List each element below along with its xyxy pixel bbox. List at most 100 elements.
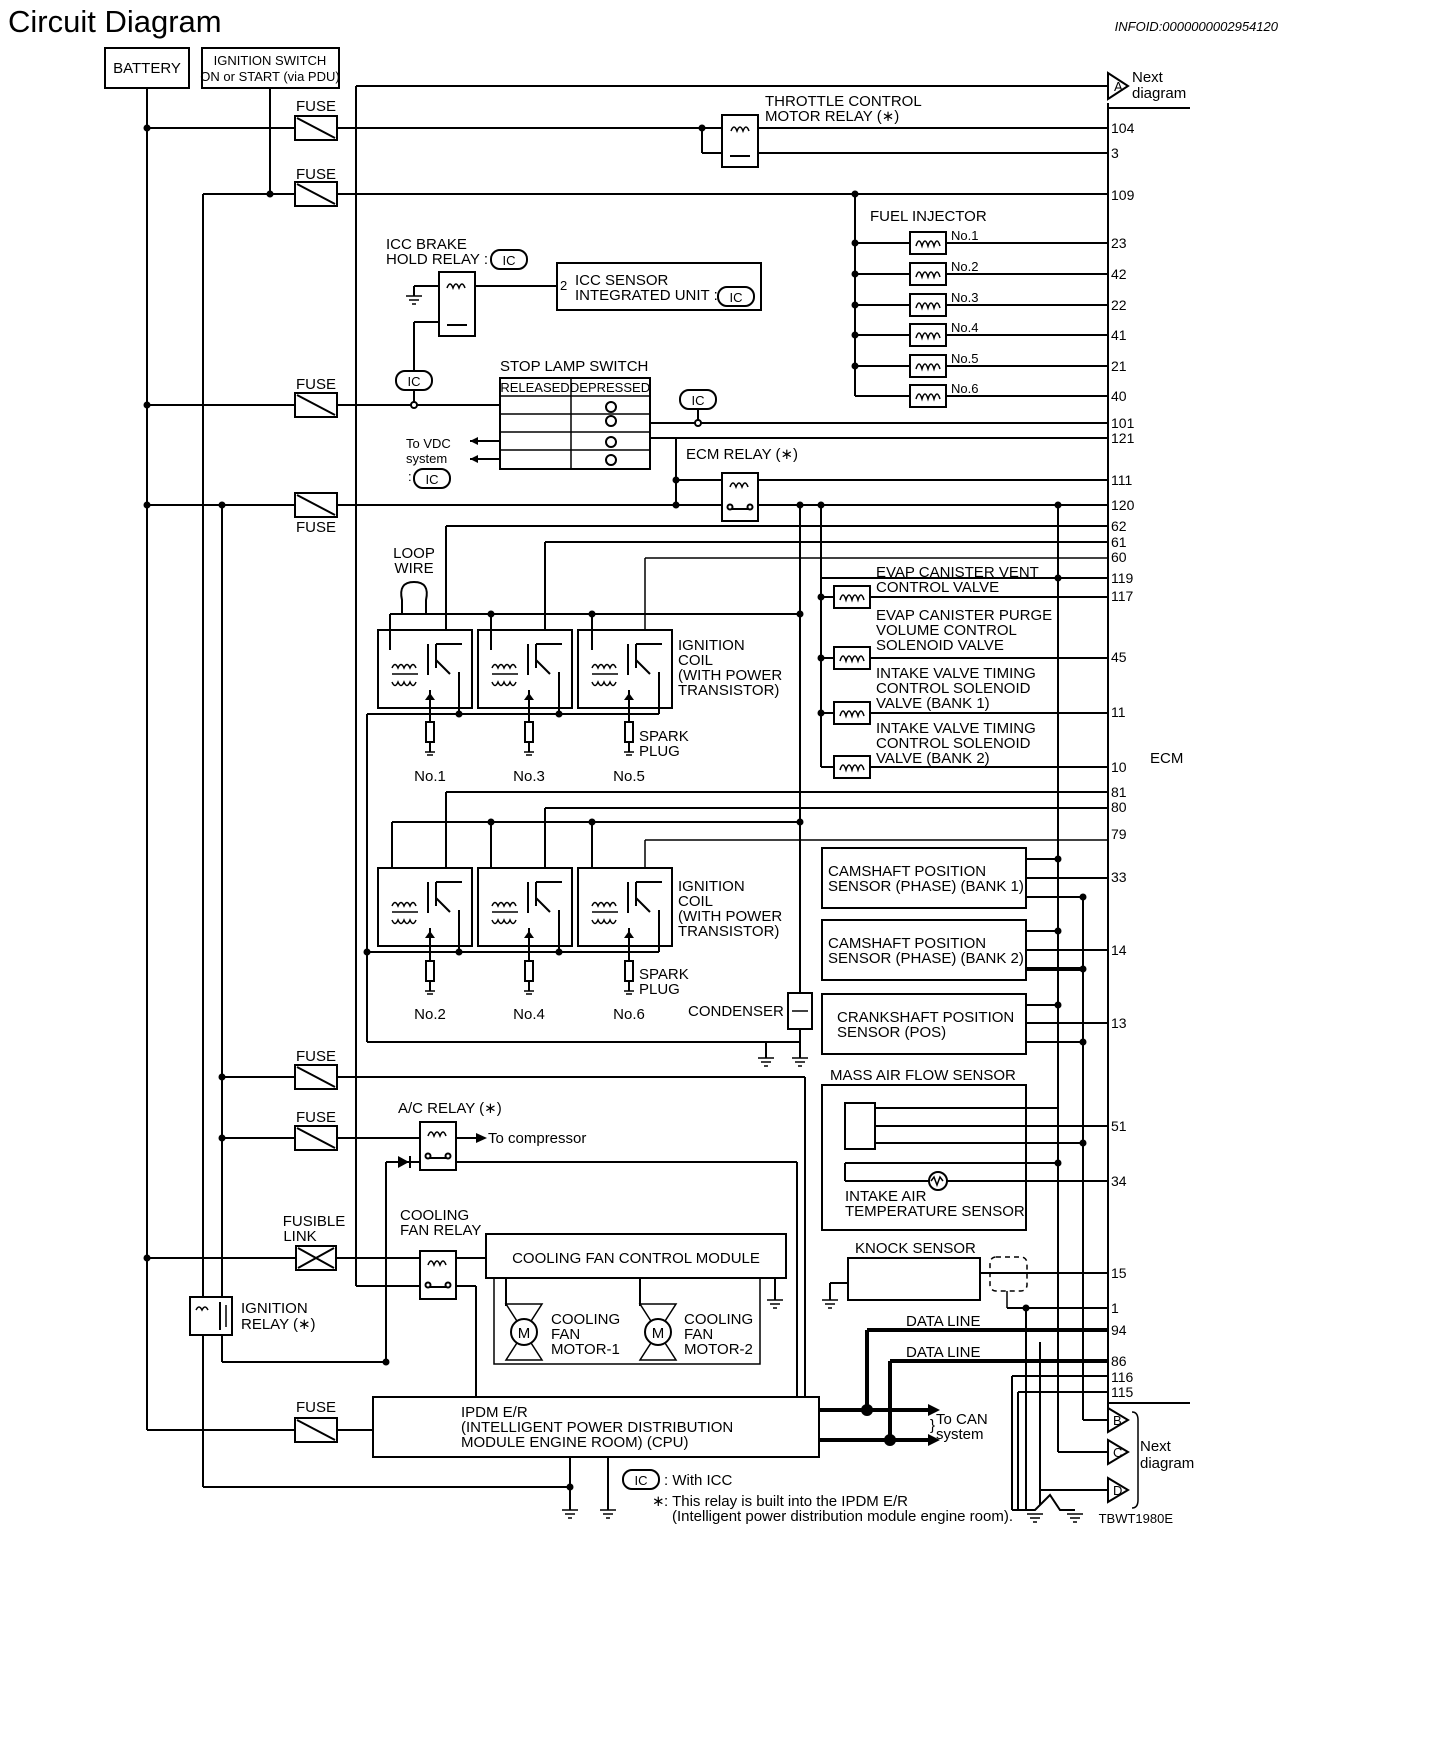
ignition-switch-box — [201, 47, 340, 89]
terminal-42: 42 — [1111, 266, 1127, 282]
ivt-bank1-valve — [833, 701, 871, 725]
terminal-117: 117 — [1111, 588, 1134, 604]
svg-text:IC: IC — [426, 472, 439, 487]
cam1-label-2: SENSOR (PHASE) (BANK 1) — [828, 878, 1024, 895]
plug-no5: No.5 — [613, 768, 645, 785]
injector-6 — [855, 384, 1108, 408]
ipdm-label-1: IPDM E/R — [461, 1404, 528, 1421]
terminal-40: 40 — [1111, 388, 1127, 404]
fuse-1-label: FUSE — [296, 98, 336, 115]
fan-motor-1-m: M — [518, 1325, 531, 1342]
fuse-6 — [294, 1125, 338, 1151]
terminal-81: 81 — [1111, 784, 1127, 800]
ic-badge — [490, 249, 528, 270]
fan-motor-1-label-2: FAN — [551, 1326, 580, 1343]
battery-label: BATTERY — [113, 60, 181, 77]
plug-no1: No.1 — [414, 768, 446, 785]
icc-sensor-label-2: INTEGRATED UNIT : — [575, 287, 718, 304]
loop-wire — [400, 580, 428, 614]
throttle-relay-label-2: MOTOR RELAY (∗) — [765, 108, 899, 125]
camshaft-sensor-bank1 — [821, 847, 1027, 909]
next-diagram-bottom-2: diagram — [1140, 1455, 1194, 1472]
crank-label-1: CRANKSHAFT POSITION — [837, 1009, 1014, 1026]
injector-5-label: No.5 — [951, 351, 978, 366]
injector-3-label: No.3 — [951, 290, 978, 305]
fuse-6-label: FUSE — [296, 1109, 336, 1126]
ign-coil-top-label-2: COIL — [678, 652, 713, 669]
connector-b — [1107, 1406, 1130, 1434]
terminal-11: 11 — [1111, 704, 1126, 720]
injector-5 — [851, 354, 1108, 378]
crank-label-2: SENSOR (POS) — [837, 1024, 946, 1041]
terminal-3: 3 — [1111, 145, 1119, 161]
injector-4-label: No.4 — [951, 320, 978, 335]
fuse-5 — [294, 1064, 338, 1090]
ignition-coil-2 — [377, 867, 473, 947]
spark-plug-top-label-2: PLUG — [639, 743, 680, 760]
to-vdc-1: To VDC — [406, 436, 451, 451]
terminal-115: 115 — [1111, 1384, 1134, 1400]
evap-purge-label-3: SOLENOID VALVE — [876, 637, 1004, 654]
terminal-86: 86 — [1111, 1353, 1127, 1369]
ivt1-label-3: VALVE (BANK 1) — [876, 695, 990, 712]
injector-2-label: No.2 — [951, 259, 978, 274]
svg-text:IC: IC — [408, 374, 421, 389]
knock-sensor-label: KNOCK SENSOR — [855, 1240, 976, 1257]
ign-coil-bottom-label-1: IGNITION — [678, 878, 745, 895]
ecm-relay-label: ECM RELAY (∗) — [686, 446, 798, 463]
connector-b-label: B — [1113, 1413, 1122, 1428]
connector-a-label: A — [1114, 79, 1123, 94]
connector-c-label: C — [1113, 1445, 1122, 1460]
spark-plug-4 — [523, 960, 535, 995]
figure-code: TBWT1980E — [1099, 1511, 1174, 1526]
injector-6-label: No.6 — [951, 381, 978, 396]
spark-plug-2 — [424, 960, 436, 995]
connector-d-label: D — [1113, 1483, 1122, 1498]
spark-plug-1 — [424, 721, 436, 756]
legend-note-1: : This relay is built into the IPDM E/R — [664, 1493, 908, 1510]
fuse-3-label: FUSE — [296, 376, 336, 393]
ign-coil-bottom-label-2: COIL — [678, 893, 713, 910]
cooling-fan-relay — [419, 1250, 457, 1300]
ign-coil-bottom-label-3: (WITH POWER — [678, 908, 782, 925]
fuse-5-label: FUSE — [296, 1048, 336, 1065]
terminal-51: 51 — [1111, 1118, 1127, 1134]
ignition-relay — [189, 1296, 233, 1336]
cooling-fan-motor-1: M — [504, 1303, 544, 1361]
injector-2 — [851, 262, 1108, 286]
ivt2-label-3: VALVE (BANK 2) — [876, 750, 990, 767]
spark-plug-5 — [623, 721, 635, 756]
maf-label: MASS AIR FLOW SENSOR — [830, 1067, 1016, 1084]
cooling-fan-relay-label-2: FAN RELAY — [400, 1222, 481, 1239]
ipdm-er — [372, 1396, 820, 1458]
terminal-109: 109 — [1111, 187, 1135, 203]
terminal-15: 15 — [1111, 1265, 1127, 1281]
camshaft-sensor-bank2 — [821, 919, 1027, 981]
ign-coil-bottom-label-4: TRANSISTOR) — [678, 923, 779, 940]
ivt-bank2-valve — [833, 755, 871, 779]
icc-brake-relay — [438, 271, 476, 337]
fuel-injector-label: FUEL INJECTOR — [870, 208, 987, 225]
legend-with-icc: : With ICC — [664, 1472, 733, 1489]
connector-c — [1107, 1438, 1130, 1466]
terminal-23: 23 — [1111, 235, 1127, 251]
ignition-coil-3 — [477, 629, 573, 709]
svg-text:IC: IC — [503, 253, 516, 268]
terminal-41: 41 — [1111, 327, 1127, 343]
data-line-2-label: DATA LINE — [906, 1344, 980, 1361]
terminal-1: 1 — [1111, 1300, 1119, 1316]
terminal-119: 119 — [1111, 570, 1134, 586]
to-can-1: To CAN — [936, 1411, 988, 1428]
knock-shield — [989, 1256, 1028, 1292]
next-diagram-bottom-1: Next — [1140, 1438, 1172, 1455]
cam2-label-2: SENSOR (PHASE) (BANK 2) — [828, 950, 1024, 967]
ac-relay — [419, 1121, 457, 1171]
ign-coil-top-label-3: (WITH POWER — [678, 667, 782, 684]
crankshaft-sensor — [821, 993, 1027, 1055]
iat-label-2: TEMPERATURE SENSOR — [845, 1203, 1025, 1220]
terminal-62: 62 — [1111, 518, 1127, 534]
battery-box — [104, 47, 190, 89]
ignition-coil-6 — [577, 867, 673, 947]
fan-motor-2-label-1: COOLING — [684, 1311, 753, 1328]
throttle-relay — [721, 114, 759, 168]
